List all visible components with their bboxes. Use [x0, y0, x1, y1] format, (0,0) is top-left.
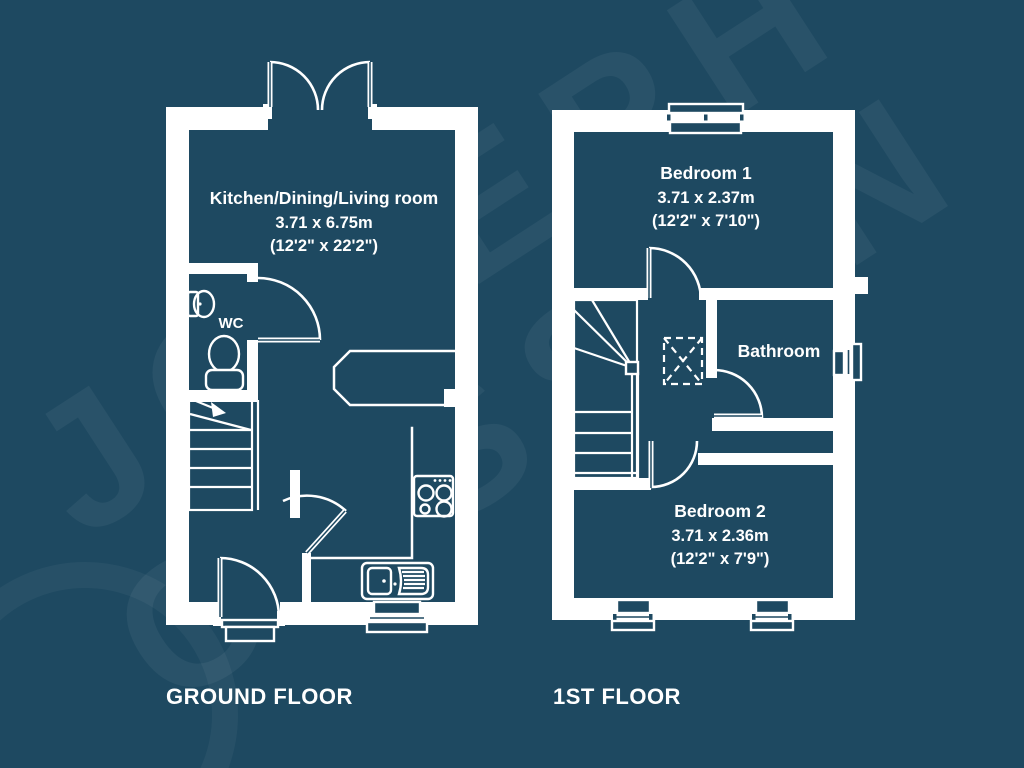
stove-icon	[412, 474, 455, 518]
wc-room: WC	[186, 263, 322, 402]
wc-label: WC	[219, 315, 244, 332]
wc-door-arc	[257, 276, 322, 341]
room-label-bedroom1: Bedroom 1 3.71 x 2.37m (12'2" x 7'10")	[652, 163, 760, 230]
watermark-circle	[0, 562, 238, 768]
room-label-kitchen: Kitchen/Dining/Living room 3.71 x 6.75m …	[210, 188, 438, 255]
bathroom-wall	[706, 300, 717, 378]
bedroom1-wall	[574, 288, 648, 300]
kitchen-dim-metric: 3.71 x 6.75m	[275, 214, 372, 232]
bedroom2-window-right	[749, 598, 795, 632]
stairs-ground	[187, 397, 260, 512]
bedroom2-wall	[552, 478, 651, 490]
front-door	[213, 556, 285, 643]
bedroom2-name: Bedroom 2	[674, 501, 766, 521]
stair-stub-wall	[290, 470, 300, 518]
kitchen-counter	[306, 349, 457, 560]
kitchen-window	[365, 600, 429, 634]
bathroom-name: Bathroom	[738, 341, 821, 361]
bathroom-wall	[712, 418, 833, 431]
bedroom2-door	[648, 440, 699, 489]
wall-pier	[855, 277, 868, 294]
bedroom1-dim-imperial: (12'2" x 7'10")	[652, 212, 760, 230]
bedroom1-door	[646, 246, 703, 301]
floor-area	[574, 132, 833, 598]
porch-step	[224, 625, 276, 643]
bedroom2-dim-metric: 3.71 x 2.36m	[671, 527, 768, 545]
kitchen-name: Kitchen/Dining/Living room	[210, 188, 438, 208]
bathroom-door	[713, 368, 764, 419]
stairs-direction-arrow	[211, 402, 226, 417]
hall-door	[282, 494, 347, 555]
room-label-bedroom2: Bedroom 2 3.71 x 2.36m (12'2" x 7'9")	[671, 501, 770, 568]
hall-stub-wall	[302, 553, 311, 602]
floor-area	[189, 130, 455, 602]
bedroom2-wall	[698, 453, 833, 465]
ground-floor-plan: WC	[166, 60, 478, 643]
bedroom1-name: Bedroom 1	[660, 163, 752, 183]
bedroom2-dim-imperial: (12'2" x 7'9")	[671, 550, 770, 568]
first-floor-title: 1ST FLOOR	[553, 684, 681, 709]
cupboard-dashed	[662, 336, 704, 386]
toilet-icon	[204, 334, 245, 392]
stairs-first	[572, 298, 640, 480]
bedroom1-window	[666, 102, 745, 135]
kitchen-dim-imperial: (12'2" x 22'2")	[270, 237, 378, 255]
bedroom1-dim-metric: 3.71 x 2.37m	[657, 189, 754, 207]
first-floor-plan: Bedroom 1 3.71 x 2.37m (12'2" x 7'10") B…	[552, 102, 868, 632]
sink-unit-icon	[360, 561, 435, 601]
bathroom-window	[832, 342, 863, 382]
bedroom2-window-left	[610, 598, 656, 632]
sink-icon	[186, 289, 216, 319]
ground-floor-title: GROUND FLOOR	[166, 684, 353, 709]
bedroom1-wall	[699, 288, 833, 300]
stair-newel	[624, 360, 640, 376]
french-doors-icon	[263, 60, 377, 132]
